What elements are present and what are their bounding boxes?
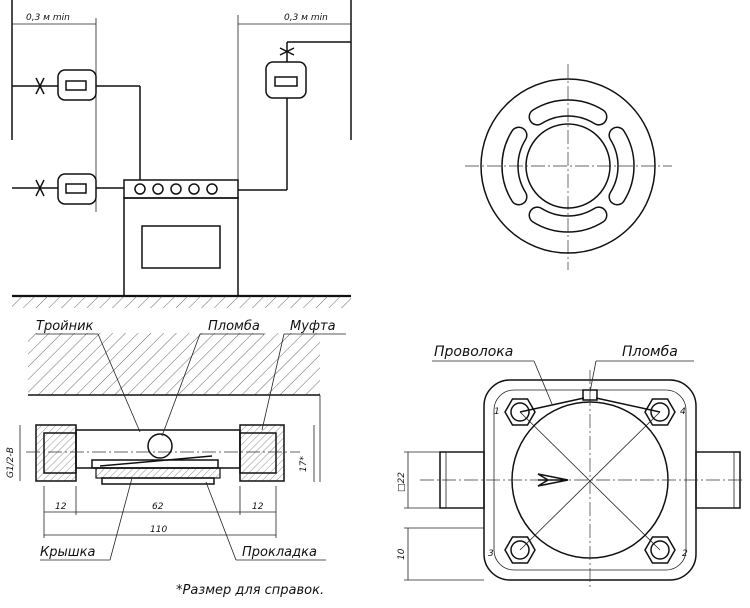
bolt-hex	[644, 398, 676, 426]
leader-mufta	[261, 333, 285, 431]
wire-segment	[519, 397, 585, 413]
bolt-group	[504, 398, 676, 564]
meter-display	[65, 183, 87, 194]
wire-diagonal	[519, 411, 661, 551]
bolt-hole	[510, 402, 530, 422]
plan-view: 1 4 3 2 □22 10 Проволока Пломба	[397, 344, 745, 590]
bolt-hex	[504, 536, 536, 564]
installation-scheme: 0,3 м min 0,3 м min	[11, 0, 352, 308]
bolt-number-1: 1	[494, 407, 500, 417]
dim-12-left-text: 12	[55, 502, 67, 512]
meter-display	[274, 76, 298, 87]
leader-kryshka	[109, 477, 133, 561]
dim-12-right-text: 12	[252, 502, 264, 512]
meter-display	[65, 80, 87, 91]
dim-22-text: □22	[397, 472, 407, 492]
slab-hatch	[28, 333, 320, 395]
stove-knob	[134, 183, 146, 195]
dim-left-text: 0,3 м min	[26, 13, 70, 23]
leader-plomba	[161, 333, 201, 437]
label-prokladka: Прокладка	[242, 545, 317, 560]
leader-troinik	[97, 333, 141, 433]
arc-slot	[528, 206, 608, 233]
flow-arrow-icon	[537, 473, 569, 487]
stove-body	[123, 197, 239, 297]
oven-door	[141, 225, 221, 269]
stove-knob	[152, 183, 164, 195]
label-troinik: Тройник	[36, 319, 94, 334]
leader-prokladka	[205, 481, 237, 561]
gas-meter-lower	[57, 173, 97, 205]
section-view: 17* G1/2-B 12 62 12 110 Тройник	[6, 319, 346, 598]
dim-17-text: 17*	[299, 456, 309, 472]
dim-right-text: 0,3 м min	[284, 13, 328, 23]
stove-knob	[188, 183, 200, 195]
label-plomba-plan: Пломба	[622, 344, 678, 360]
valve-mark	[279, 47, 295, 56]
outer-ring	[480, 78, 656, 254]
gasket	[101, 477, 215, 485]
leader-plomba-plan	[589, 360, 597, 393]
bolt-hex	[504, 398, 536, 426]
floor-hatch	[12, 296, 351, 308]
dim-10-text: 10	[397, 548, 407, 560]
gas-meter-upper	[57, 69, 97, 101]
label-provoloka: Проволока	[434, 344, 513, 360]
label-kryshka: Крышка	[40, 545, 95, 560]
wire	[99, 455, 213, 467]
tee-body	[75, 429, 241, 469]
dim-62-text: 62	[152, 502, 164, 512]
seal-plug	[147, 433, 173, 459]
stove-knob	[170, 183, 182, 195]
valve-mark	[35, 77, 45, 95]
dim-thread-text: G1/2-B	[6, 447, 16, 478]
gas-meter-right	[265, 61, 307, 99]
bolt-number-4: 4	[680, 407, 686, 417]
bolt-number-3: 3	[488, 549, 494, 559]
stove-knob	[206, 183, 218, 195]
arc-slot	[528, 99, 608, 126]
reference-note: *Размер для справок.	[176, 583, 324, 598]
leader-provoloka	[533, 360, 553, 405]
dim-110-text: 110	[150, 525, 167, 535]
label-plomba-section: Пломба	[208, 319, 260, 334]
bolt-hole	[510, 540, 530, 560]
label-mufta: Муфта	[290, 319, 336, 334]
bolt-hex	[644, 536, 676, 564]
arc-slot	[608, 126, 635, 206]
bolt-number-2: 2	[682, 549, 688, 559]
round-top-view	[465, 64, 672, 270]
cover	[95, 467, 221, 479]
wire-segment	[595, 397, 661, 413]
slot-group	[501, 99, 635, 233]
bolt-hole	[650, 402, 670, 422]
bolt-hole	[650, 540, 670, 560]
inner-ring	[525, 123, 611, 209]
valve-mark	[35, 179, 45, 197]
arc-slot	[501, 126, 528, 206]
